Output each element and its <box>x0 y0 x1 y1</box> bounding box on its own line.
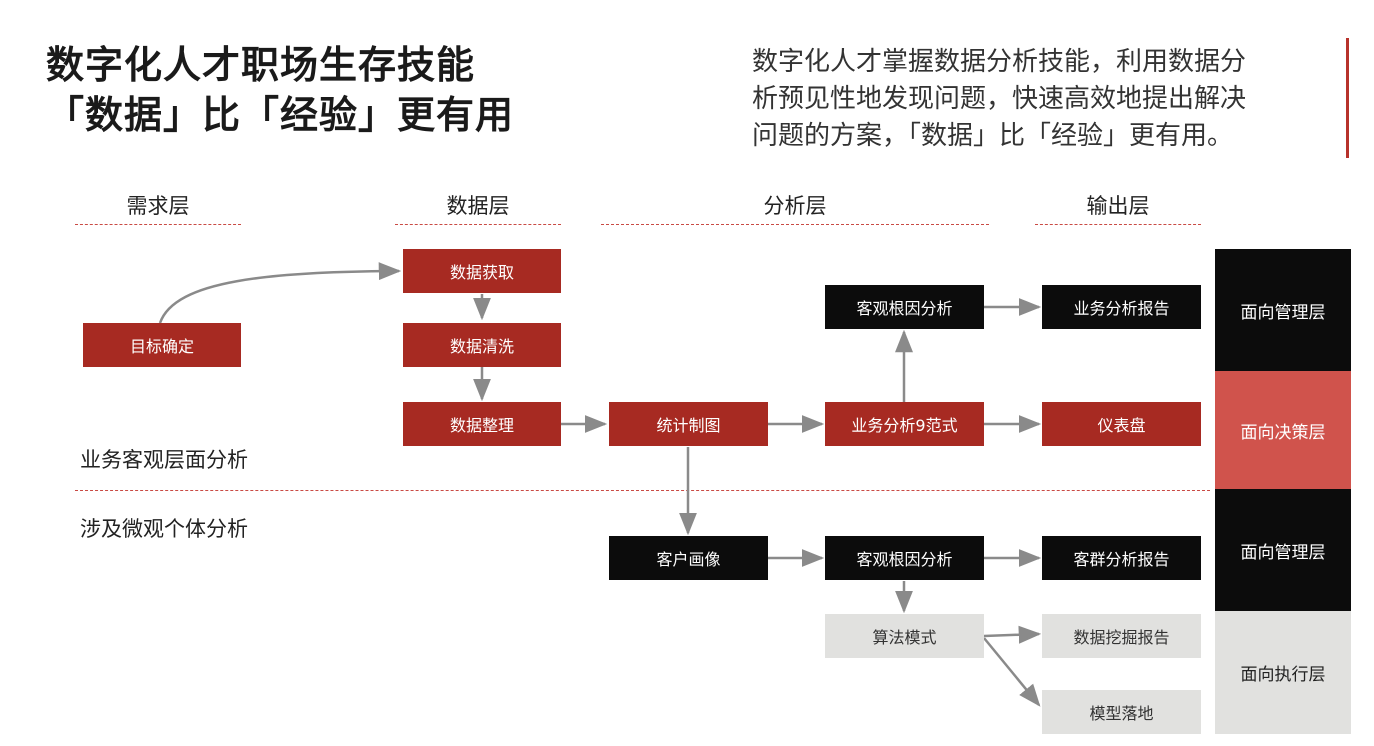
audience-decision: 面向决策层 <box>1215 371 1351 489</box>
audience-execution: 面向执行层 <box>1215 611 1351 734</box>
node-biz-analysis-9: 业务分析9范式 <box>825 402 984 446</box>
node-data-organize: 数据整理 <box>403 402 561 446</box>
description-line-2: 析预见性地发现问题，快速高效地提出解决 <box>752 84 1247 114</box>
page-title: 数字化人才职场生存技能 「数据」比「经验」更有用 <box>46 40 514 140</box>
layer-header-data: 数据层 <box>446 194 510 218</box>
node-dashboard: 仪表盘 <box>1042 402 1201 446</box>
node-customer-profile: 客户画像 <box>609 536 768 580</box>
audience-management-top: 面向管理层 <box>1215 249 1351 371</box>
layer-header-output: 输出层 <box>1086 194 1150 218</box>
node-mining-report: 数据挖掘报告 <box>1042 614 1201 658</box>
node-segment-report: 客群分析报告 <box>1042 536 1201 580</box>
section-divider <box>75 490 1210 491</box>
description-line-3: 问题的方案，「数据」比「经验」更有用。 <box>752 121 1234 151</box>
node-algorithm: 算法模式 <box>825 614 984 658</box>
node-data-clean: 数据清洗 <box>403 323 561 367</box>
arrow-goal-to-acquire <box>158 262 402 324</box>
description-line-1: 数字化人才掌握数据分析技能，利用数据分 <box>752 47 1247 77</box>
arrow-algorithm-to-model <box>983 637 1041 707</box>
node-data-acquire: 数据获取 <box>403 249 561 293</box>
node-root-cause-top: 客观根因分析 <box>825 285 984 329</box>
node-model-deploy: 模型落地 <box>1042 690 1201 734</box>
description: 数字化人才掌握数据分析技能，利用数据分 析预见性地发现问题，快速高效地提出解决 … <box>752 44 1342 155</box>
title-line-2: 「数据」比「经验」更有用 <box>46 93 515 137</box>
node-root-cause-bottom: 客观根因分析 <box>825 536 984 580</box>
node-stat-chart: 统计制图 <box>609 402 768 446</box>
section-label-micro: 涉及微观个体分析 <box>80 517 248 541</box>
dash-demand <box>75 224 241 225</box>
dash-data <box>395 224 561 225</box>
dash-output <box>1035 224 1201 225</box>
accent-bar <box>1346 38 1349 158</box>
section-label-business: 业务客观层面分析 <box>80 448 248 472</box>
layer-header-demand: 需求层 <box>126 194 190 218</box>
node-goal: 目标确定 <box>83 323 241 367</box>
audience-management-bottom: 面向管理层 <box>1215 489 1351 611</box>
dash-analysis <box>601 224 989 225</box>
node-biz-report: 业务分析报告 <box>1042 285 1201 329</box>
title-line-1: 数字化人才职场生存技能 <box>46 43 476 87</box>
layer-header-analysis: 分析层 <box>763 194 827 218</box>
arrow-algorithm-to-mining <box>983 625 1042 644</box>
